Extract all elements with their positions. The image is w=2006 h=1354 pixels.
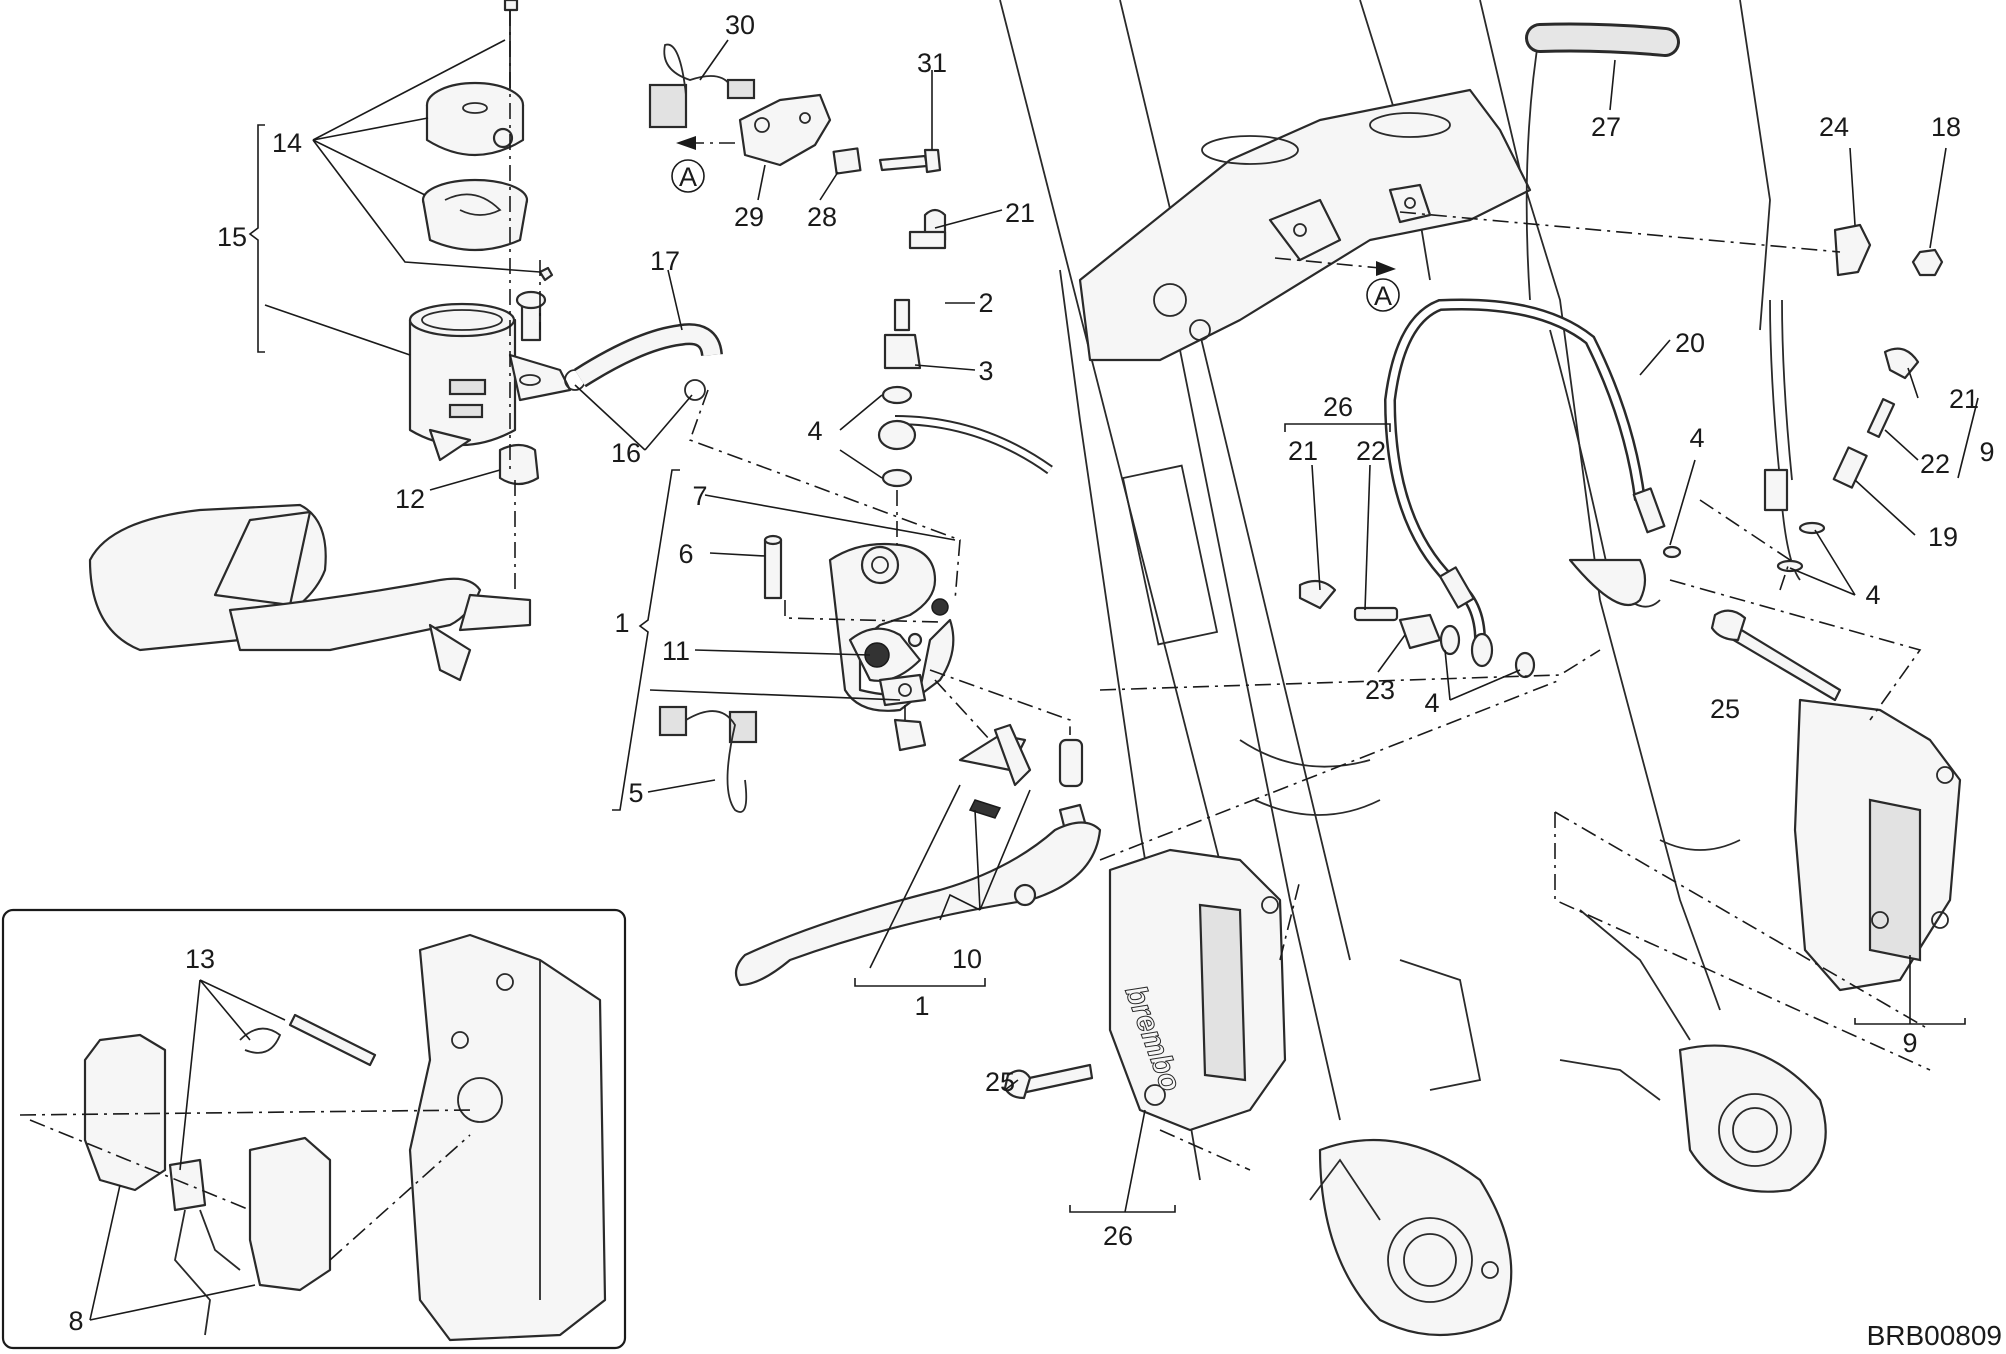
callout-5: 5: [628, 778, 643, 808]
callout-13: 13: [185, 944, 215, 974]
callout-3: 3: [978, 356, 993, 386]
callout-25-right: 25: [1710, 694, 1740, 724]
reference-mark-a-right: A: [1366, 278, 1400, 312]
callout-7: 7: [692, 481, 707, 511]
sensor-bracket-drawing: [648, 43, 942, 175]
master-cylinder-drawing: [88, 0, 1102, 987]
reference-mark-a-left: A: [671, 159, 705, 193]
callout-20: 20: [1675, 328, 1705, 358]
callout-21-right: 21: [1949, 384, 1979, 414]
callout-29: 29: [734, 202, 764, 232]
callout-24: 24: [1819, 112, 1849, 142]
reference-mark-a-right-text: A: [1374, 281, 1392, 311]
callout-22-center: 22: [1356, 436, 1386, 466]
callout-25-left: 25: [985, 1067, 1015, 1097]
front-fork-drawing: [999, 0, 1827, 1337]
callout-4-center: 4: [1424, 688, 1439, 718]
callout-11: 11: [662, 636, 690, 666]
callout-21-center: 21: [1288, 436, 1318, 466]
callout-labels: 1 1 2 3 4 4 4 4 5 6 7 8 9 9 10 11 12 13 …: [68, 10, 1994, 1336]
callout-8: 8: [68, 1306, 83, 1336]
callout-14: 14: [272, 128, 302, 158]
callout-30: 30: [725, 10, 755, 40]
leader-lines: [89, 39, 1979, 1321]
callout-9-bottom: 9: [1902, 1028, 1917, 1058]
callout-4-right-top: 4: [1689, 423, 1704, 453]
callout-21-top: 21: [1005, 198, 1035, 228]
callout-4-right-bottom: 4: [1865, 580, 1880, 610]
callout-26-top: 26: [1323, 392, 1353, 422]
callout-17: 17: [650, 246, 680, 276]
brake-hose-drawing: [894, 298, 1801, 641]
callout-1-left: 1: [614, 608, 629, 638]
callout-22-right: 22: [1920, 449, 1950, 479]
callout-27: 27: [1591, 112, 1621, 142]
callout-15: 15: [217, 222, 247, 252]
callout-26-bottom: 26: [1103, 1221, 1133, 1251]
callout-23: 23: [1365, 675, 1395, 705]
callout-4-left: 4: [807, 416, 822, 446]
callout-1-bottom: 1: [914, 991, 929, 1021]
right-parts-drawing: brembo: [1003, 22, 1962, 1132]
callout-12: 12: [395, 484, 425, 514]
callout-2: 2: [978, 288, 993, 318]
drawing-code: BRB00809: [1867, 1320, 2002, 1351]
callout-10: 10: [952, 944, 982, 974]
assembly-axis-lines: [509, 10, 1931, 1171]
callout-9-right: 9: [1979, 437, 1994, 467]
callout-16: 16: [611, 438, 641, 468]
callout-18: 18: [1931, 112, 1961, 142]
reference-mark-a-left-text: A: [679, 162, 697, 192]
detail-inset-box: [1, 908, 627, 1350]
callout-19: 19: [1928, 522, 1958, 552]
callout-28: 28: [807, 202, 837, 232]
callout-6: 6: [678, 539, 693, 569]
callout-31: 31: [917, 48, 947, 78]
